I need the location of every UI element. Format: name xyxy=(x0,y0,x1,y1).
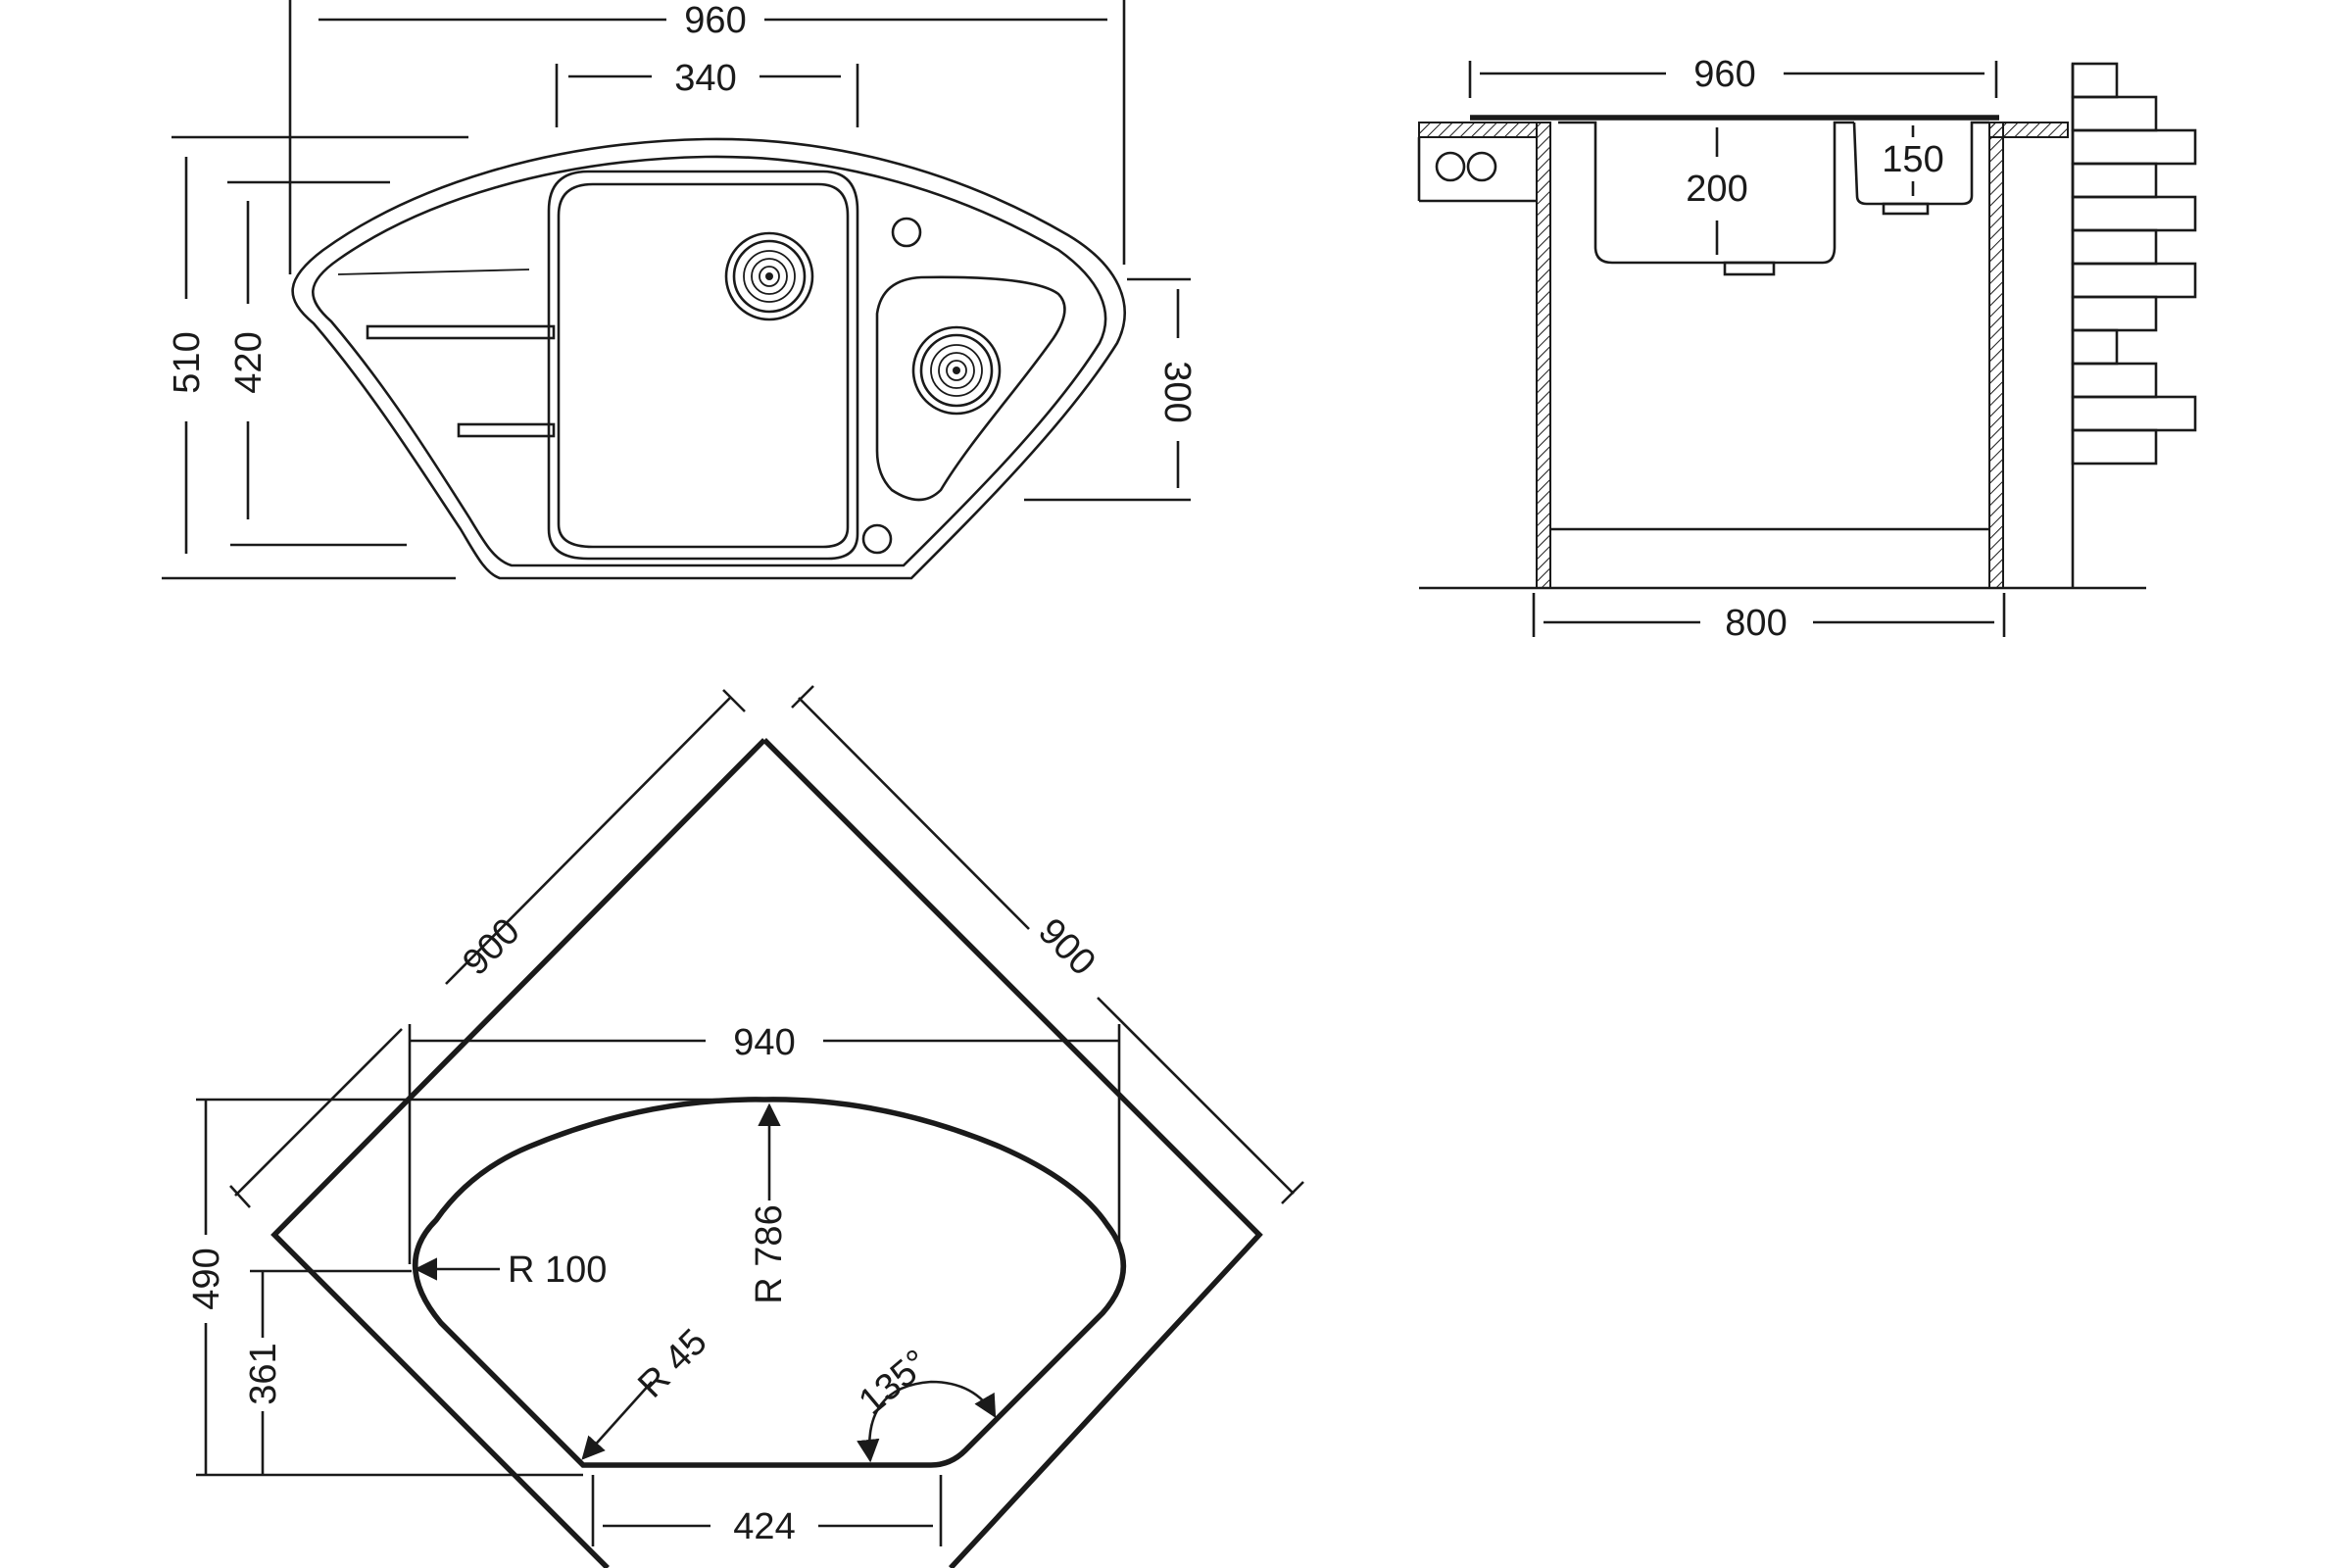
drainer-grooves xyxy=(366,324,556,438)
dim-overall-width: 960 xyxy=(288,0,1126,274)
countertop-left xyxy=(1418,122,1538,138)
angle-arc xyxy=(857,1380,997,1463)
radius-label-r786: R 786 xyxy=(749,1204,790,1303)
main-bowl xyxy=(547,170,859,561)
sink-outline xyxy=(291,137,1126,580)
dim-label-200: 200 xyxy=(1686,169,1747,210)
dim-label-900-left: 900 xyxy=(455,910,528,984)
dim-cutout-heights: 490 361 xyxy=(186,1098,764,1477)
tap-hole-icon xyxy=(891,217,922,248)
dim-overall-depth: 510 xyxy=(162,135,468,580)
dim-side-left: 900 xyxy=(229,689,746,1208)
pipe-icon-2 xyxy=(1466,151,1497,182)
dim-cabinet-width: 800 xyxy=(1532,593,2006,644)
cabinet-outline xyxy=(270,738,1263,1568)
side-view: 960 200 150 xyxy=(1417,54,2197,644)
dim-label-361: 361 xyxy=(243,1343,284,1404)
dim-label-340: 340 xyxy=(674,58,736,99)
radius-label-r45: R 45 xyxy=(630,1321,714,1405)
dim-label-424: 424 xyxy=(733,1506,795,1547)
dim-small-bowl-depth: 300 xyxy=(1024,277,1198,502)
side-main-drain xyxy=(1723,261,1776,276)
dim-label-960-side: 960 xyxy=(1693,54,1755,95)
small-drain-icon xyxy=(911,325,1002,416)
cutout-view: 900 900 940 490 361 xyxy=(186,685,1304,1568)
brick-wall xyxy=(2071,62,2197,588)
dim-label-490: 490 xyxy=(186,1248,227,1309)
dim-label-510: 510 xyxy=(167,331,208,393)
dim-cutout-bottom: 424 xyxy=(591,1475,943,1547)
cabinet-wall-left xyxy=(1536,122,1551,589)
dim-label-800: 800 xyxy=(1725,603,1787,644)
dim-label-150: 150 xyxy=(1882,139,1943,180)
small-bowl xyxy=(875,275,1066,502)
dim-inner-depth: 420 xyxy=(227,180,407,547)
dim-label-420: 420 xyxy=(228,331,270,393)
main-drain-icon xyxy=(724,231,814,321)
pipe-icon-1 xyxy=(1435,151,1466,182)
side-small-bowl xyxy=(1852,121,1989,206)
dim-label-960-top: 960 xyxy=(684,0,746,41)
dim-label-940: 940 xyxy=(733,1022,795,1063)
side-main-bowl xyxy=(1558,121,1854,265)
cabinet-wall-right xyxy=(1988,122,2004,589)
dim-label-900-right: 900 xyxy=(1030,910,1103,984)
dim-side-right: 900 xyxy=(791,685,1304,1204)
angle-label-135: 135° xyxy=(852,1342,937,1423)
dim-side-width: 960 xyxy=(1468,54,1998,98)
overflow-hole-icon xyxy=(861,523,893,555)
cutout-shape xyxy=(413,1097,1127,1468)
radius-label-r100: R 100 xyxy=(508,1250,607,1291)
side-small-drain xyxy=(1882,202,1930,216)
dim-bowl-width: 340 xyxy=(555,58,859,127)
top-view: 960 340 510 420 xyxy=(162,0,1198,580)
dim-label-300: 300 xyxy=(1156,361,1198,422)
dim-cutout-width: 940 xyxy=(408,1022,1121,1264)
